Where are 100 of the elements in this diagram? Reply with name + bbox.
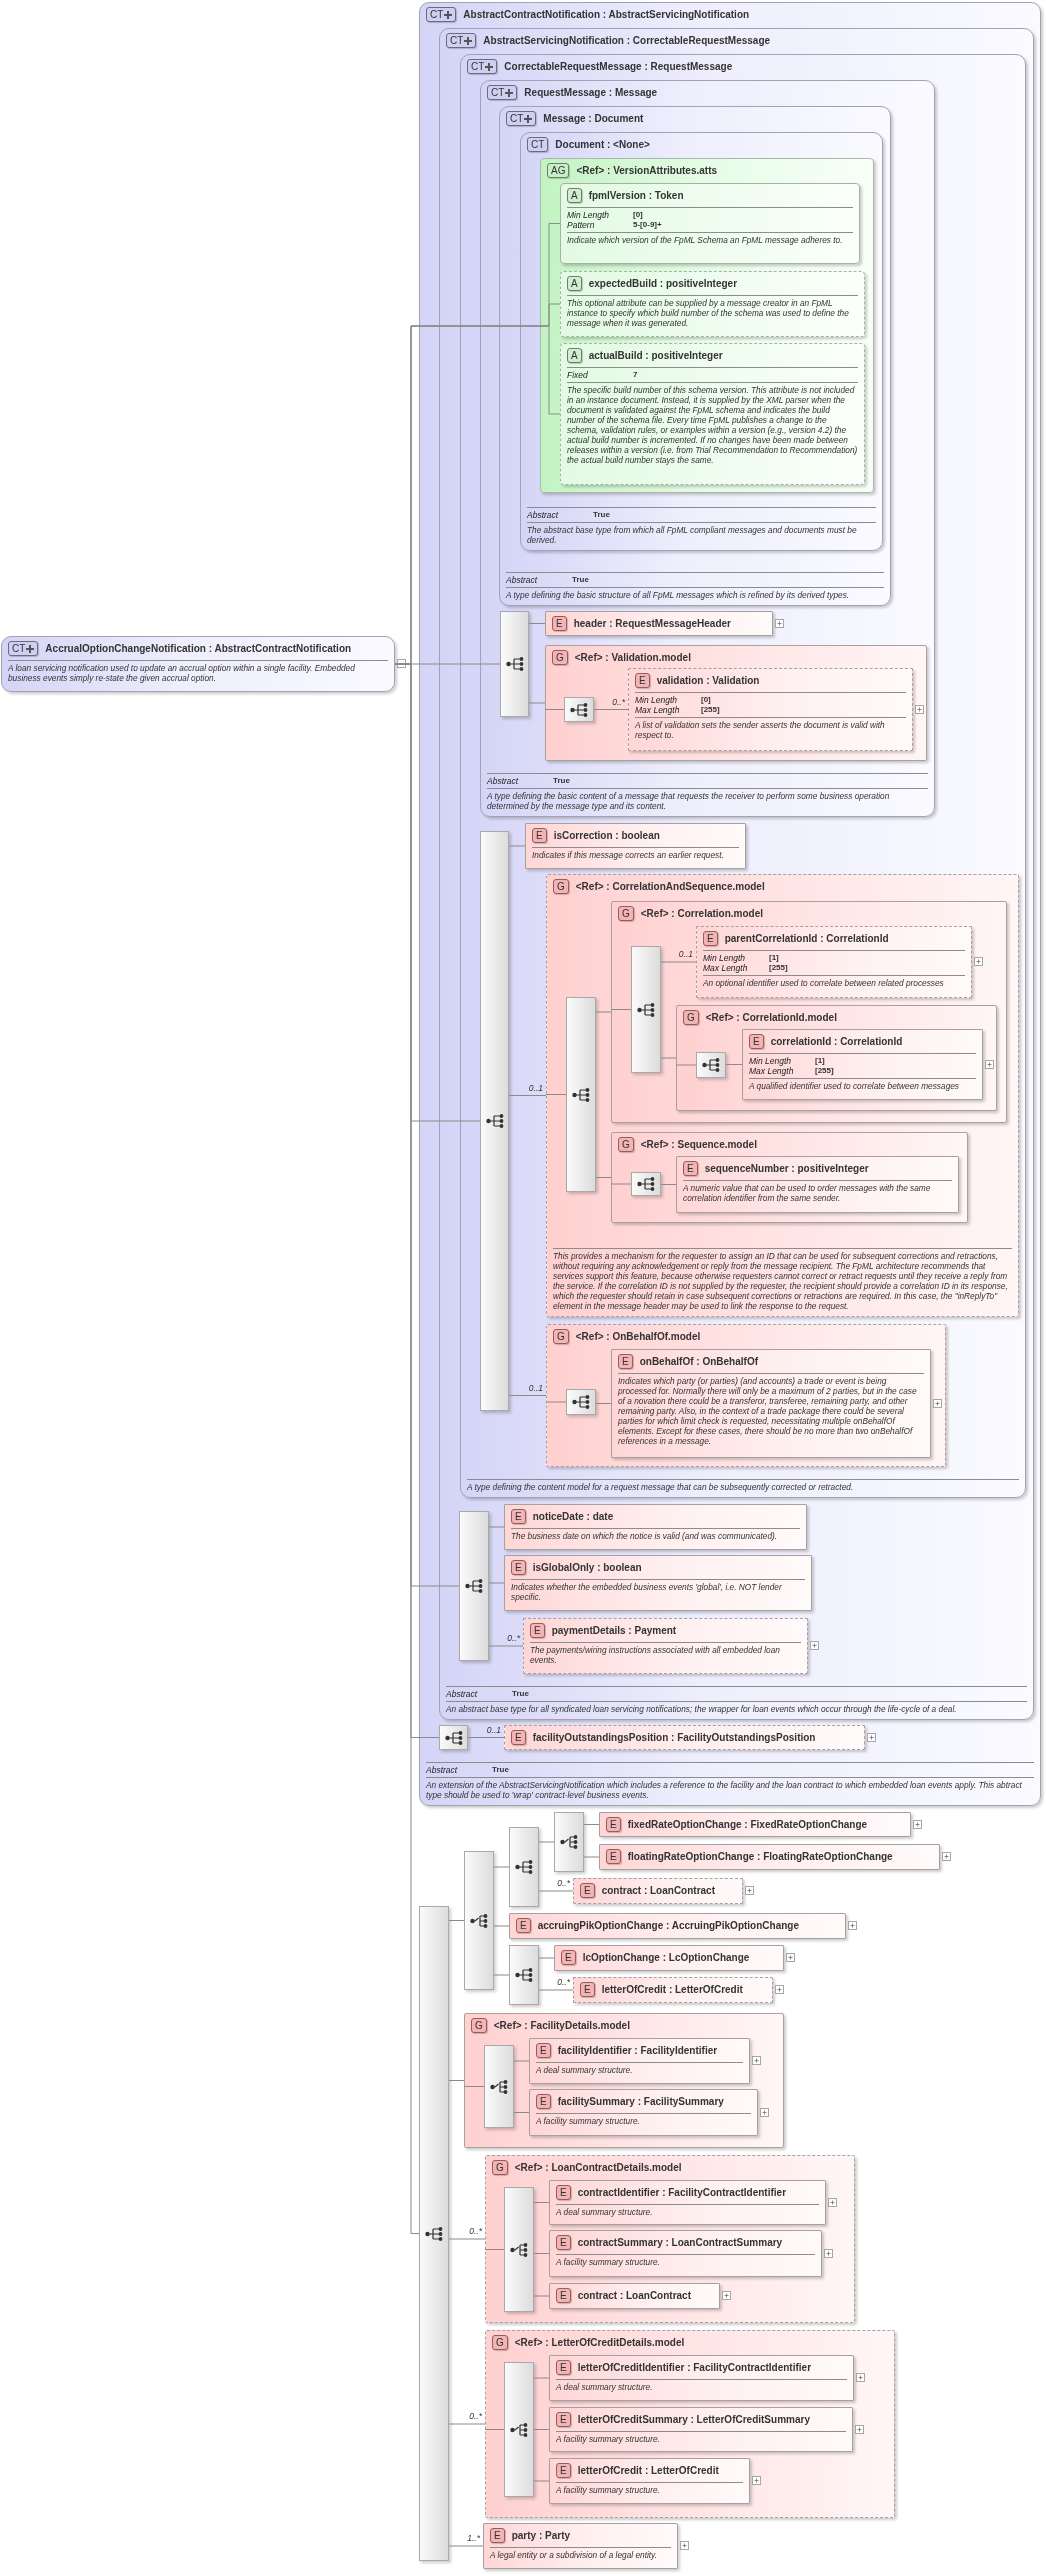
facet-name: Abstract [527, 510, 560, 520]
documentation-text: This optional attribute can be supplied by a message creator in an FpML instance to specify which build number of the schema was used to define the message when it was generated. [566, 297, 850, 330]
facet-name: Min Length [703, 953, 747, 963]
badge-label: E [560, 2236, 567, 2249]
node-title: Message : Document [543, 113, 644, 124]
node-title: fixedRateOptionChange : FixedRateOptionChange [627, 1819, 868, 1830]
connector-line [660, 961, 697, 963]
facet-value: True [553, 776, 571, 786]
complex-type-box [499, 106, 891, 606]
node-title: contract : LoanContract [577, 2290, 691, 2301]
node-title: <Ref> : Correlation.model [640, 908, 764, 919]
badge-label: G [557, 880, 565, 893]
connector-line [493, 1925, 510, 1927]
badge-label: G [622, 1138, 630, 1151]
badge-label: E [687, 1162, 694, 1175]
badge-label: E [584, 1983, 591, 1996]
compositor-bar [566, 1389, 596, 1415]
cardinality-label: 1..* [466, 2533, 480, 2543]
cardinality-label: 0..1 [677, 949, 693, 959]
node-title: parentCorrelationId : CorrelationId [724, 933, 889, 944]
facet-value: [255] [701, 705, 721, 715]
facet-value: [1] [815, 1056, 826, 1066]
badge-label: G [556, 651, 564, 664]
node-title: validation : Validation [656, 675, 760, 686]
documentation-text: A deal summary structure. [555, 2206, 654, 2219]
badge-label: E [584, 1884, 591, 1897]
badge-label: G [557, 1330, 565, 1343]
element-box [676, 1156, 959, 1213]
badge-label: A [571, 349, 578, 362]
documentation-text: Indicate which version of the FpML Schema an FpML message adheres to. [566, 234, 844, 247]
documentation-text: This provides a mechanism for the requester to assign an ID that can be used for subsequent corrections and retractions, without requiring any acknowledgement or reply from the message recipient. The FpML architecture recommends that services support this feature, because otherwise requesters cannot correct or retract requests until they receive a reply from the service. If the correlation ID is not supplied by the requester, the recipient should provide a correlation ID in its response, which the requester should retain in case subsequent corrections or retractions are required. In this case, the "inReplyTo" element in the message header may be used to link the response to the request. [553, 1250, 1009, 1313]
badge-label: E [540, 2044, 547, 2057]
node-title: AbstractServicingNotification : CorrectableRequestMessage [483, 35, 771, 46]
facet-name: Min Length [567, 210, 611, 220]
connector-line [448, 2080, 465, 2081]
badge-label: CT [531, 138, 545, 151]
badge-label: E [560, 2361, 567, 2374]
badge-label: CT [12, 642, 26, 655]
badge-label: E [515, 1510, 522, 1523]
connector-line [533, 2202, 550, 2203]
group-box [676, 1005, 997, 1111]
connector-line [493, 1974, 510, 1976]
node-title: facilitySummary : FacilitySummary [557, 2096, 724, 2107]
documentation-text: An optional identifier used to correlate between related processes [702, 977, 945, 990]
connector-line [544, 709, 565, 710]
compositor-bar [696, 1052, 726, 1078]
facet-name: Max Length [703, 963, 749, 973]
connector-line [528, 623, 546, 624]
badge-label: E [565, 1951, 572, 1964]
cardinality-label: 0..1 [485, 1724, 501, 1735]
compositor-bar [459, 1511, 489, 1661]
node-title: AccrualOptionChangeNotification : AbstractContractNotification [45, 643, 352, 654]
compositor-bar [564, 697, 594, 722]
connector-line [660, 1057, 677, 1059]
connector-line [488, 1582, 505, 1584]
node-title: onBehalfOf : OnBehalfOf [639, 1356, 758, 1367]
documentation-text: A loan servicing notification used to update an accrual option within a single facility. Embedded business events simply re-state the given accrual option. [7, 662, 356, 685]
group-box [546, 1324, 946, 1467]
facet-value: [0] [701, 695, 712, 705]
node-title: floatingRateOptionChange : FloatingRateOptionChange [627, 1851, 893, 1862]
connector-line [533, 2295, 550, 2297]
connector-line [488, 1645, 524, 1647]
compositor-bar [480, 831, 509, 1411]
badge-label: E [560, 2289, 567, 2302]
node-title: <Ref> : VersionAttributes.atts [576, 165, 718, 176]
documentation-text: The specific build number of this schema version. This attribute is not included in an instance document. Instead, it is supplied by the XML parser when the document is validated against the FpML schema and indicates the build number of the schema file. Every time FpML publishes a change to the schema, validation rules, or examples within a version (e.g., version 4.2) the actual build number is incremented. If no changes have been made between releases within a version (i.e. from Trial Recommendation to Recommendation) the actual build number stays the same. [566, 384, 859, 467]
badge-label: E [610, 1818, 617, 1831]
documentation-text: A deal summary structure. [535, 2064, 634, 2077]
node-title: expectedBuild : positiveInteger [588, 278, 738, 289]
node-title: letterOfCredit : LetterOfCredit [601, 1984, 743, 1995]
facet-name: Abstract [487, 776, 520, 786]
connector-line [533, 2480, 550, 2482]
connector-line [513, 2060, 530, 2062]
documentation-text: A qualified identifier used to correlate between messages [748, 1080, 960, 1093]
node-title: <Ref> : CorrelationId.model [705, 1012, 837, 1023]
node-title: facilityIdentifier : FacilityIdentifier [557, 2045, 718, 2056]
group-box [485, 2155, 855, 2323]
badge-label: E [534, 1624, 541, 1637]
compositor-bar [566, 997, 596, 1192]
facet-name: Max Length [749, 1066, 795, 1076]
documentation-text: A type defining the basic content of a message that requests the receiver to perform some business operation determined by the message type and its content. [487, 790, 891, 813]
badge-label: E [753, 1035, 760, 1048]
node-title: contract : LoanContract [601, 1885, 715, 1896]
connector-line [583, 1824, 600, 1825]
node-title: RequestMessage : Message [524, 87, 658, 98]
documentation-text: A facility summary structure. [555, 2433, 661, 2446]
node-title: actualBuild : positiveInteger [588, 350, 723, 361]
connector-line [660, 1184, 677, 1185]
node-title: fpmlVersion : Token [588, 190, 684, 201]
facet-value: [255] [769, 963, 789, 973]
connector-line [595, 1403, 612, 1404]
node-title: letterOfCredit : LetterOfCredit [577, 2465, 719, 2476]
node-title: contractSummary : LoanContractSummary [577, 2237, 783, 2248]
documentation-text: Indicates which party (or parties) (and accounts) a trade or event is being processed for. Normally there will only be a maximum of 2 parties, but in the case of a novation there could be a transferor, transferee, remaining party, and other remaining party. Also, in the context of a trade package there could be several parties for which limit check is requested, necessitating multiple onBehalfOf elements. Except for these cases, there should be no more than two onBehalfOf references in a message. [617, 1375, 918, 1448]
connector-line [508, 845, 526, 847]
compositor-bar [631, 946, 661, 1073]
connector-line [463, 2086, 485, 2087]
compositor-bar [464, 1851, 494, 1990]
connector-line [538, 1989, 574, 1991]
node-title: <Ref> : CorrelationAndSequence.model [575, 881, 765, 892]
